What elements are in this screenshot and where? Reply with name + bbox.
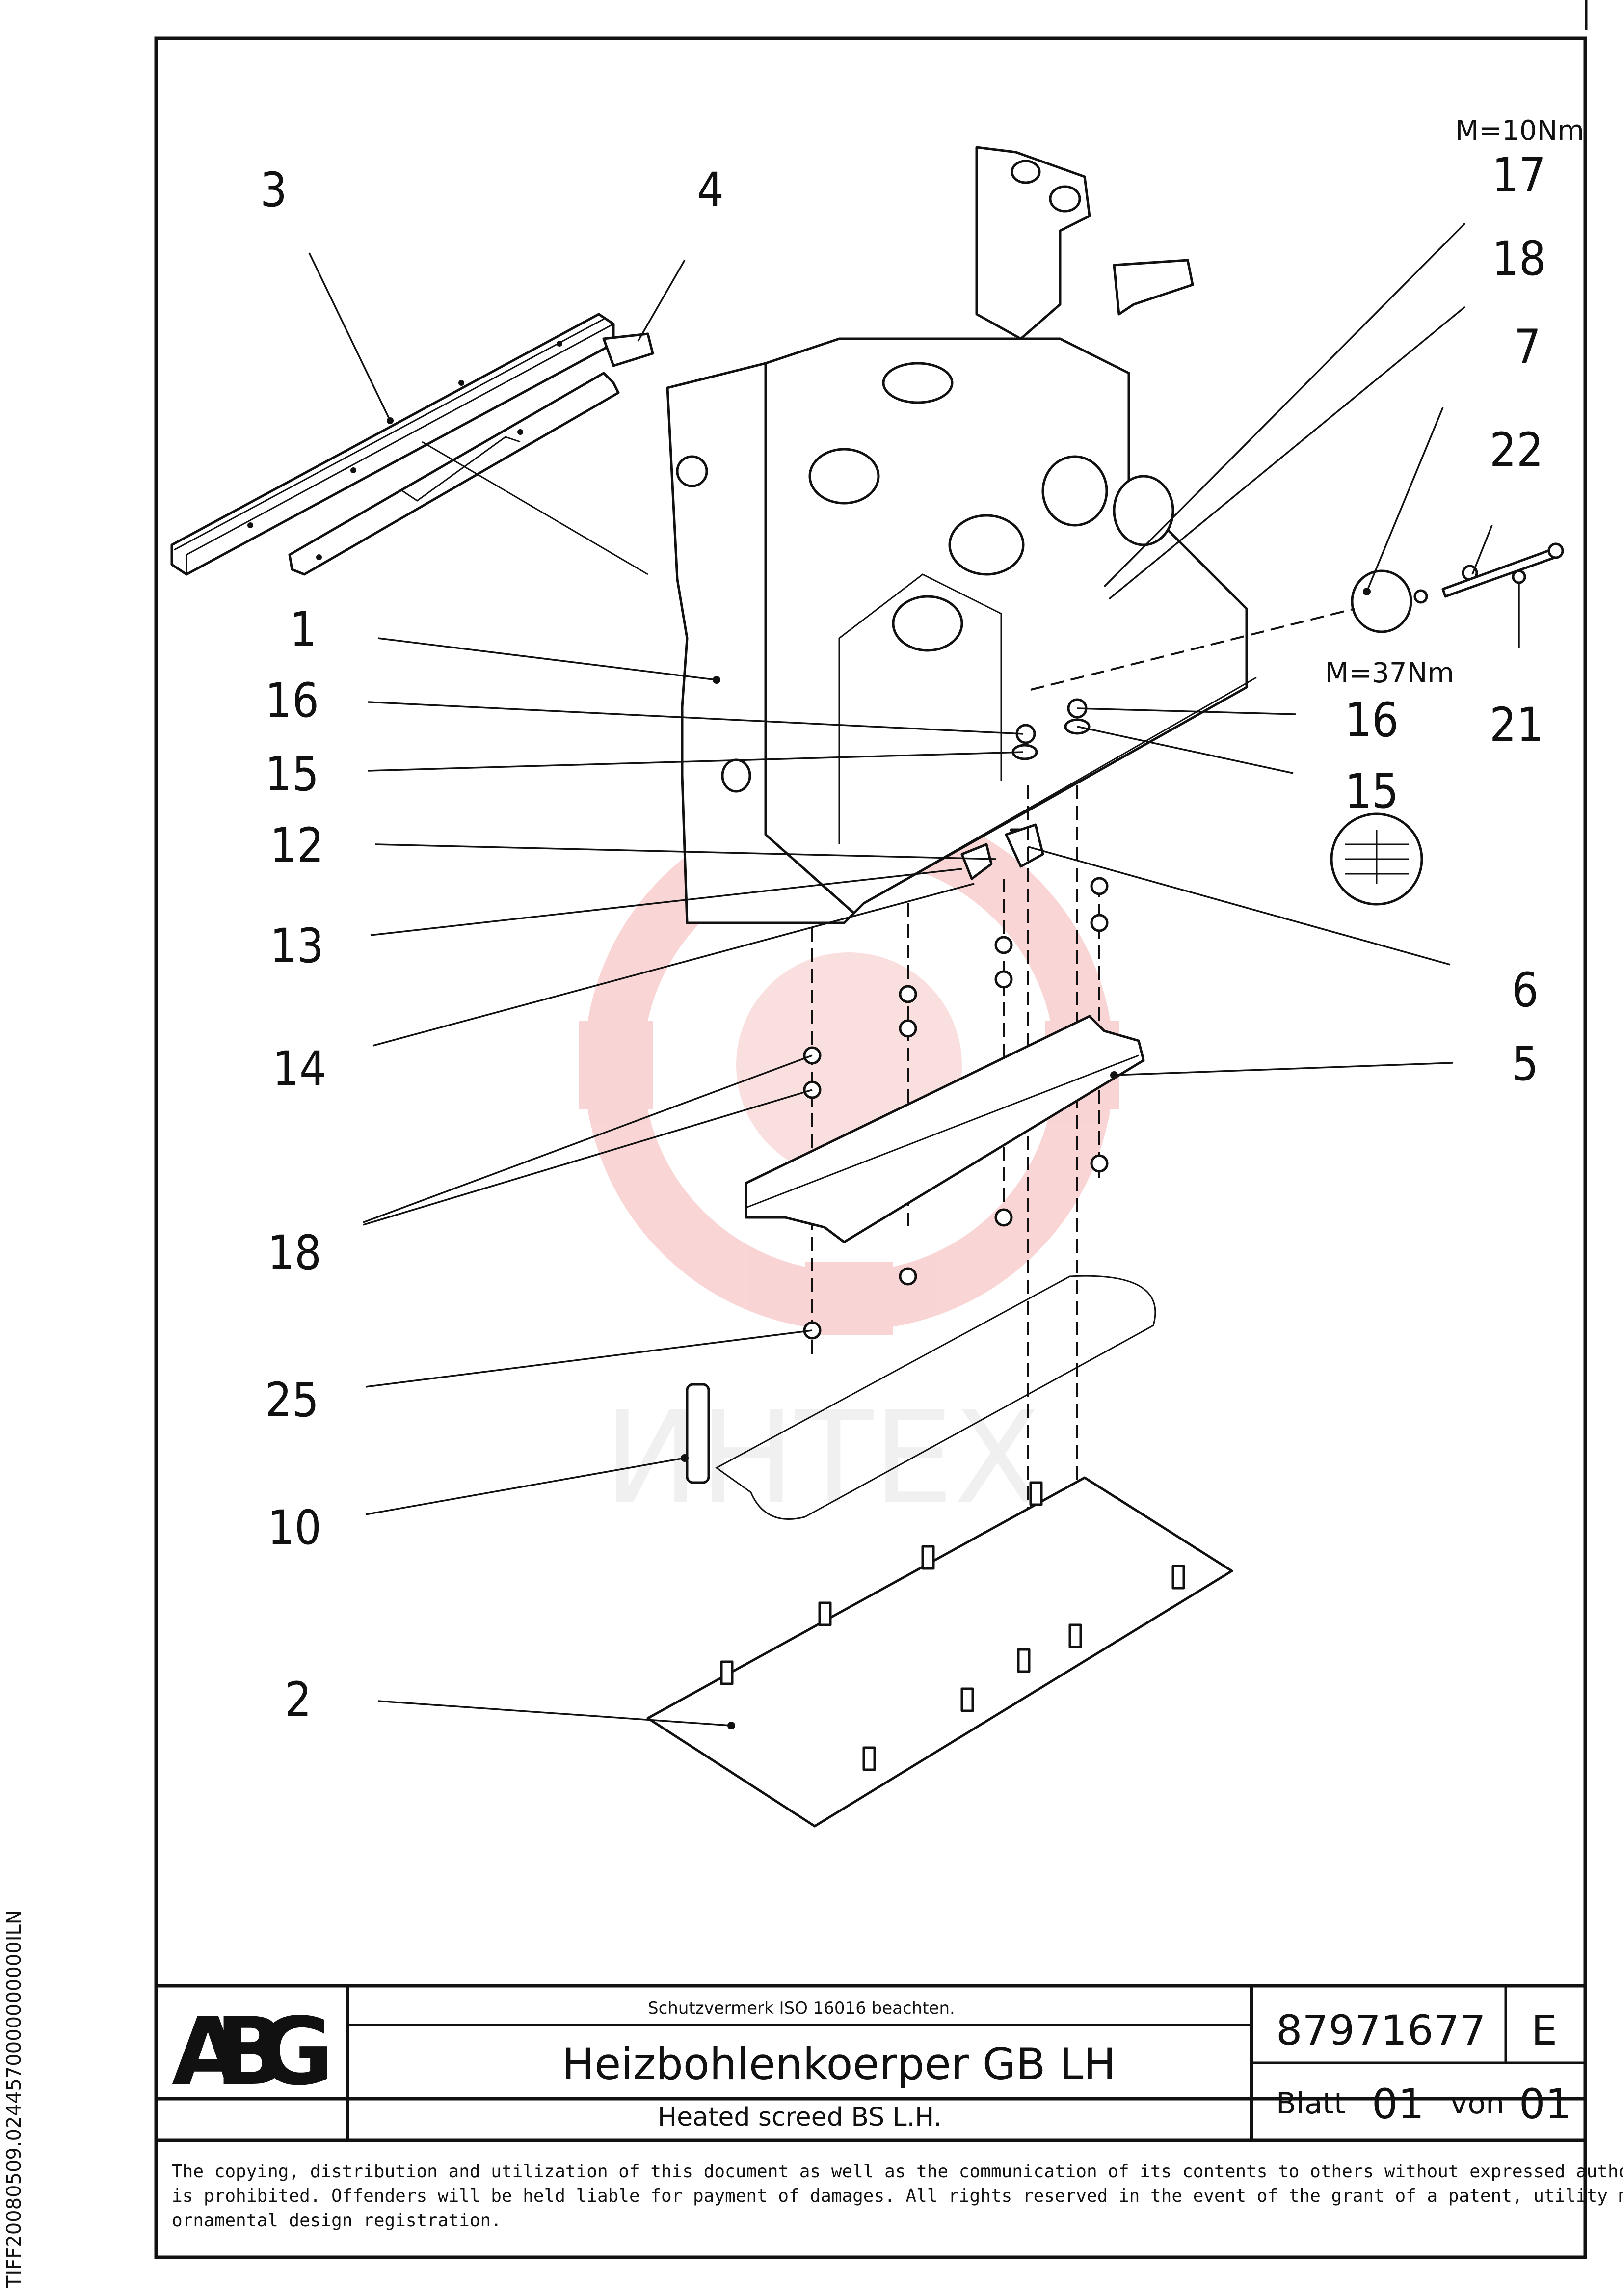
callout-2: 2 — [285, 1672, 312, 1727]
part-7-cover — [1351, 569, 1412, 633]
callout-7: 7 — [1514, 320, 1541, 375]
title-block: ABG Schutzvermerk ISO 16016 beachten. He… — [156, 1984, 1585, 2132]
callout-1: 1 — [290, 602, 317, 657]
callout-4: 4 — [697, 162, 724, 217]
callout-15-left: 15 — [265, 747, 319, 802]
part-22-washer-screw — [1413, 542, 1564, 604]
sheet-value: 01 — [1372, 2080, 1424, 2128]
callout-5: 5 — [1512, 1036, 1539, 1091]
watermark-text: ИНТЕХ — [604, 1384, 1041, 1533]
revision-letter: E — [1531, 2006, 1557, 2054]
callout-18-lower: 18 — [267, 1225, 321, 1280]
torque-note-37nm: M=37Nm — [1325, 657, 1454, 689]
part-10-heating-element — [681, 1275, 1156, 1520]
callout-16-right: 16 — [1345, 693, 1399, 748]
part-4-flat-strip — [288, 332, 654, 576]
callout-13: 13 — [270, 918, 324, 973]
copyright-notice: The copying, distribution and utilizatio… — [172, 2161, 1623, 2231]
torque-note-10nm: M=10Nm — [1455, 115, 1584, 147]
part-1-main-frame — [666, 146, 1257, 924]
part-3-angle-rail — [170, 313, 615, 576]
side-identifier: TIFF20080509.0244570000000000ILN — [3, 1910, 26, 2288]
callout-22: 22 — [1490, 423, 1543, 478]
of-value: 01 — [1519, 2080, 1571, 2128]
drawing-title-de: Heizbohlenkoerper GB LH — [562, 2039, 1116, 2089]
callout-10: 10 — [267, 1500, 321, 1555]
callout-3: 3 — [260, 162, 287, 217]
copyright-line-3: ornamental design registration. — [172, 2211, 502, 2231]
callout-21: 21 — [1490, 698, 1543, 753]
callout-17: 17 — [1492, 148, 1546, 203]
part-5-plate — [745, 1015, 1145, 1243]
drawing-title-en: Heated screed BS L.H. — [658, 2103, 942, 2132]
callout-25: 25 — [265, 1373, 319, 1428]
callout-numbers: 3 4 17 18 7 22 1 16 15 12 13 14 18 25 10… — [260, 148, 1546, 1727]
callout-12: 12 — [270, 818, 324, 873]
callout-18-top: 18 — [1492, 231, 1546, 286]
copyright-line-1: The copying, distribution and utilizatio… — [172, 2161, 1623, 2182]
of-label: von — [1450, 2086, 1504, 2121]
drawing-number: 87971677 — [1276, 2006, 1486, 2054]
callout-6: 6 — [1512, 963, 1539, 1018]
abg-logo: ABG — [172, 1998, 334, 2106]
callout-15-right: 15 — [1345, 764, 1399, 819]
sheet-label: Blatt — [1276, 2086, 1346, 2121]
callout-16-left: 16 — [265, 673, 319, 728]
detail-15-symbol — [1330, 812, 1423, 906]
callout-14: 14 — [272, 1041, 326, 1096]
copyright-line-2: is prohibited. Offenders will be held li… — [172, 2186, 1623, 2206]
drawing-border — [154, 36, 1587, 2259]
protection-note: Schutzvermerk ISO 16016 beachten. — [648, 1999, 955, 2018]
leader-lines — [308, 222, 1520, 1727]
part-2-base-plate — [646, 1476, 1233, 1828]
